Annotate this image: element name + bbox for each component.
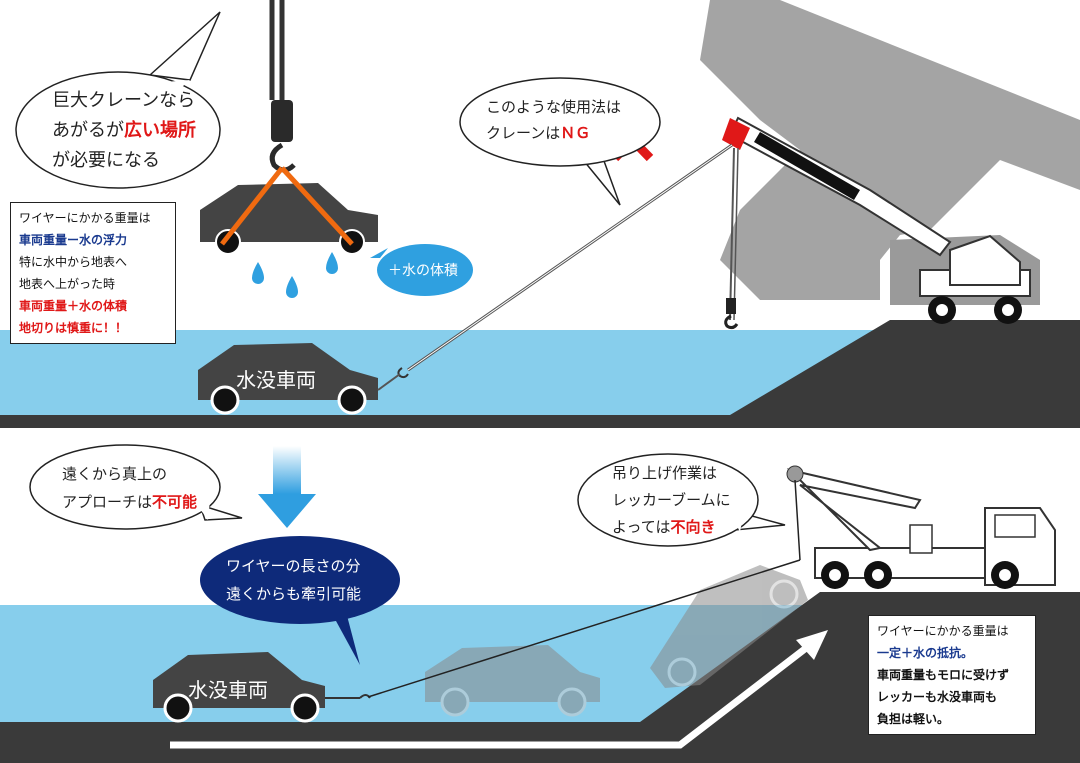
crane-silhouette — [700, 0, 1080, 300]
tow-wire — [367, 559, 801, 698]
bubble-line: が必要になる — [52, 150, 160, 171]
bubble-line: 巨大クレーンなら — [52, 90, 196, 111]
ramp-arrow-icon — [170, 630, 828, 749]
ghost-car-middle — [425, 645, 600, 717]
bubble-line-part: アプローチは — [62, 493, 153, 511]
note-line: 負担は軽い。 — [877, 712, 950, 726]
note-line: レッカーも水没車両も — [877, 690, 998, 704]
bubble-line: あがるが広い場所 — [52, 116, 196, 146]
volume-bubble-text: ＋水の体積 — [388, 263, 458, 279]
car-label-top: 水没車両 — [236, 368, 316, 392]
ghost-car-ramp — [650, 565, 808, 688]
bubble-line: 遠くから真上の — [62, 465, 168, 483]
bubble-line: よっては不向き — [612, 514, 731, 541]
bubble-line: クレーンはＮＧ — [486, 120, 621, 146]
crane-hook — [269, 0, 296, 173]
highlight-impossible: 不可能 — [152, 493, 198, 511]
submerged-car-top — [198, 343, 378, 415]
bubble-wrecker — [577, 453, 786, 547]
ground-bottom — [0, 592, 1080, 763]
note-line: ワイヤーにかかる重量は — [877, 624, 1009, 638]
down-arrow-icon — [258, 446, 316, 528]
bubble-line: 遠くからも牽引可能 — [226, 585, 362, 603]
bubble-line-part: クレーンは — [486, 124, 561, 142]
bubble-wire — [200, 536, 400, 665]
bubble-line: レッカーブームに — [612, 491, 731, 509]
note-line: 地表へ上がった時 — [19, 277, 116, 291]
note-top: ワイヤーにかかる重量は 車両重量ー水の浮力 特に水中から地表へ 地表へ上がった時… — [10, 202, 176, 344]
volume-bubble — [370, 244, 473, 296]
bubble-big-crane-text: 巨大クレーンなら あがるが広い場所 が必要になる — [52, 86, 196, 176]
note-line: 車両重量もモロに受けず — [877, 668, 1010, 682]
bubble-line-part: よっては — [612, 518, 671, 536]
highlight-ng: ＮＧ — [560, 124, 591, 142]
bubble-ng — [459, 77, 661, 206]
bubble-line-part: あがるが — [52, 120, 124, 141]
bubble-wire-text: ワイヤーの長さの分 遠くからも牽引可能 — [226, 552, 361, 608]
lifted-car — [200, 166, 378, 255]
bubble-big-crane — [15, 11, 221, 189]
note-line: 地切りは慎重に！！ — [19, 321, 128, 335]
bubble-far — [29, 444, 243, 530]
mobile-crane — [377, 116, 1040, 391]
bubble-wrecker-text: 吊り上げ作業は レッカーブームに よっては不向き — [612, 460, 731, 541]
note-line: 車両重量ー水の浮力 — [19, 233, 128, 247]
highlight-wide-space: 広い場所 — [124, 120, 196, 141]
bubble-far-text: 遠くから真上の アプローチは不可能 — [62, 460, 197, 516]
note-line: 一定＋水の抵抗。 — [877, 646, 974, 660]
bubble-line: アプローチは不可能 — [62, 488, 197, 516]
car-label-bottom: 水没車両 — [188, 678, 268, 702]
bubble-line: ワイヤーの長さの分 — [226, 557, 361, 575]
note-bottom: ワイヤーにかかる重量は 一定＋水の抵抗。 車両重量もモロに受けず レッカーも水没… — [868, 615, 1036, 735]
bubble-line: 吊り上げ作業は — [612, 464, 718, 482]
note-line: 特に水中から地表へ — [19, 255, 128, 269]
bubble-ng-text: このような使用法は クレーンはＮＧ — [486, 94, 621, 146]
note-line: 車両重量＋水の体積 — [19, 299, 128, 313]
submerged-car-bottom — [153, 652, 371, 723]
highlight-unsuitable: 不向き — [670, 518, 716, 536]
note-line: ワイヤーにかかる重量は — [19, 211, 151, 225]
ground-top — [0, 320, 1080, 428]
wrecker-truck — [786, 465, 1056, 589]
water-drops — [252, 252, 338, 298]
bubble-line: このような使用法は — [486, 98, 622, 116]
